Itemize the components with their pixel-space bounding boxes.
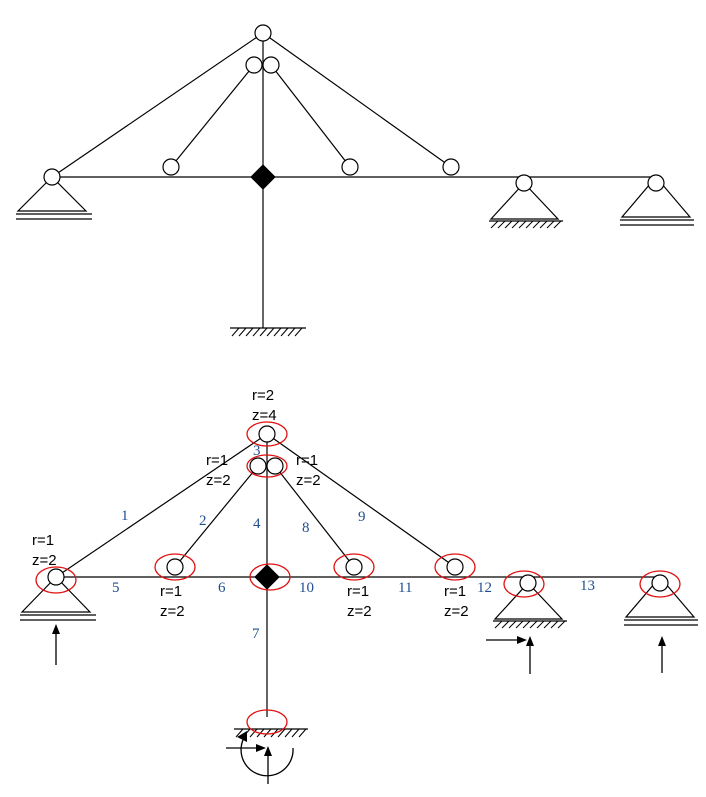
reaction-base-moment — [240, 735, 294, 777]
upper-right-z-label: z=2 — [296, 472, 321, 489]
bottom-left-roller-support — [20, 576, 92, 613]
member-number-13: 13 — [580, 578, 595, 594]
bottom-middle-pinned-hatch — [494, 620, 566, 629]
top-fixed-base-hatch — [231, 327, 303, 337]
bottom-hinge-middle-support — [519, 574, 537, 592]
member-number-8: 8 — [302, 520, 310, 536]
top-middle-pinned-support — [489, 182, 560, 220]
bottom-middle-pinned-support — [493, 582, 564, 620]
marker-rigid-joint — [249, 563, 291, 591]
member-number-9: 9 — [358, 509, 366, 525]
bottom-hinge-right-support — [651, 574, 669, 592]
upper-left-z-label: z=2 — [206, 472, 231, 489]
reaction-base-moment-head — [237, 731, 247, 742]
upper-right-r-label: r=1 — [296, 452, 318, 469]
joint-c-r-label: r=1 — [444, 583, 466, 600]
joint-a-r-label: r=1 — [160, 583, 182, 600]
top-hinge-b — [341, 158, 359, 176]
bottom-right-rafter — [266, 433, 456, 568]
bottom-hinge-c — [446, 558, 464, 576]
upper-left-r-label: r=1 — [206, 452, 228, 469]
member-number-6: 6 — [218, 580, 226, 596]
reaction-left-vertical-head — [52, 624, 60, 634]
red-joint-markers — [35, 421, 681, 735]
bottom-right-strut — [274, 465, 355, 568]
bottom-hinge-a — [166, 558, 184, 576]
member-number-2: 2 — [199, 513, 207, 529]
top-left-roller-support — [16, 176, 88, 212]
member-numbers: 1 2 3 4 5 6 7 8 9 10 11 12 13 — [112, 443, 595, 642]
top-right-roller-support — [620, 176, 692, 218]
top-left-strut — [170, 64, 255, 168]
top-left-rafter — [51, 32, 264, 178]
top-hinge-upper-left — [245, 56, 263, 74]
top-hinge-left-support — [43, 168, 61, 186]
joint-b-r-label: r=1 — [347, 583, 369, 600]
bottom-rigid-joint — [254, 564, 280, 590]
top-right-rafter — [262, 32, 452, 168]
marker-left-support — [35, 566, 77, 594]
bottom-hinge-upper-left — [249, 457, 267, 475]
bottom-structure: r=2 z=4 r=1 z=2 r=1 z=2 r=1 z=2 r=1 z=2 … — [20, 387, 698, 784]
top-right-strut — [270, 64, 351, 168]
apex-r-label: r=2 — [252, 387, 274, 404]
marker-joint-c — [434, 553, 476, 581]
bottom-hinge-upper-right — [266, 457, 284, 475]
marker-fixed-base — [246, 709, 288, 735]
bottom-hinge-b — [345, 558, 363, 576]
top-hinge-apex — [254, 24, 272, 42]
member-number-4: 4 — [253, 516, 261, 532]
top-hinge-middle-support — [515, 174, 533, 192]
marker-joint-b — [333, 553, 375, 581]
bottom-left-rafter — [55, 433, 268, 578]
joint-c-z-label: z=2 — [444, 603, 469, 620]
reaction-right-vertical-head — [658, 636, 666, 646]
apex-z-label: z=4 — [252, 407, 277, 424]
marker-joint-a — [154, 553, 196, 581]
marker-apex — [246, 421, 288, 447]
reaction-base-vertical-head — [264, 746, 272, 756]
member-number-10: 10 — [299, 580, 314, 596]
top-hinge-right-support — [647, 174, 665, 192]
member-number-5: 5 — [112, 580, 120, 596]
member-number-3: 3 — [253, 443, 261, 459]
marker-right-support — [639, 570, 681, 598]
top-hinge-a — [162, 158, 180, 176]
left-support-r-label: r=1 — [32, 532, 54, 549]
bottom-hinge-left-support — [47, 568, 65, 586]
joint-b-z-label: z=2 — [347, 603, 372, 620]
top-structure — [16, 24, 694, 337]
marker-middle-support — [503, 570, 545, 598]
reaction-middle-horizontal-head — [517, 636, 527, 644]
bottom-left-strut — [174, 465, 259, 568]
joint-a-z-label: z=2 — [160, 603, 185, 620]
joint-counts: r=2 z=4 r=1 z=2 r=1 z=2 r=1 z=2 r=1 z=2 … — [32, 387, 469, 620]
marker-upper-pair — [246, 454, 288, 478]
top-hinge-c — [442, 158, 460, 176]
top-hinge-upper-right — [262, 56, 280, 74]
top-middle-pinned-hatch — [490, 220, 562, 229]
member-number-12: 12 — [477, 580, 492, 596]
bottom-hinge-apex — [258, 425, 276, 443]
member-number-1: 1 — [121, 508, 129, 524]
member-number-7: 7 — [252, 626, 260, 642]
reaction-arrows — [52, 624, 666, 784]
reaction-base-horizontal-head — [256, 744, 266, 752]
left-support-z-label: z=2 — [32, 552, 57, 569]
top-rigid-joint — [250, 164, 276, 190]
member-number-11: 11 — [398, 580, 412, 596]
reaction-middle-vertical-head — [526, 636, 534, 646]
